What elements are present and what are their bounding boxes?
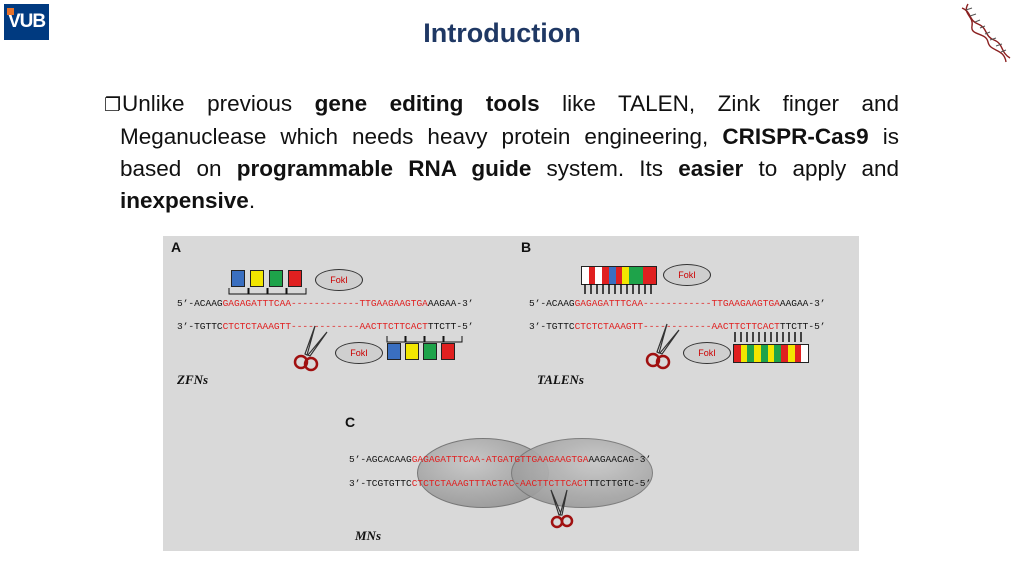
- zinc-finger-module: [288, 270, 302, 287]
- mns-label: MNs: [355, 528, 382, 543]
- talen-top-array: [581, 266, 657, 285]
- bold-run: CRISPR-Cas9: [722, 124, 869, 149]
- bold-run: inexpensive: [120, 188, 249, 213]
- text-run: Unlike previous: [122, 91, 315, 116]
- panel-b-label: B: [521, 239, 532, 255]
- zinc-finger-module: [423, 343, 437, 360]
- vub-logo: VUB: [4, 4, 49, 40]
- zinc-finger-module: [231, 270, 245, 287]
- zfns-label: ZFNs: [177, 372, 209, 387]
- scissors-icon: [550, 489, 574, 529]
- mn-top-strand: 5’-AGCACAAGGAGAGATTTCAA-ATGATGTTGAAGAAGT…: [349, 454, 652, 465]
- bold-run: gene editing tools: [314, 91, 540, 116]
- talen-bottom-strand: 3’-TGTTCCTCTCTAAAGTT------------AACTTCTT…: [529, 321, 826, 332]
- logo-text: VUB: [7, 11, 46, 32]
- logo-accent: [7, 8, 14, 15]
- bold-run: easier: [678, 156, 744, 181]
- zfn-binding-brackets: [228, 288, 307, 295]
- foki-domain: FokI: [683, 342, 731, 364]
- text-run: like TALEN, Zink finger and Meganuclease…: [120, 91, 899, 149]
- meganuclease-right: [511, 438, 653, 508]
- panel-c-label: C: [345, 414, 356, 430]
- slide-title: Introduction: [423, 18, 581, 48]
- bold-run: programmable RNA guide: [236, 156, 532, 181]
- scissors-icon: [293, 325, 328, 372]
- checkbox-bullet-icon: ❐: [104, 94, 122, 116]
- talen-top-strand: 5’-ACAAGGAGAGATTTCAA------------TTGAAGAA…: [529, 298, 826, 309]
- panel-a-label: A: [171, 239, 182, 255]
- foki-domain: FokI: [663, 264, 711, 286]
- zinc-finger-module: [405, 343, 419, 360]
- text-run: is based on: [120, 124, 900, 181]
- foki-domain: FokI: [315, 269, 363, 291]
- scissors-icon: [645, 323, 680, 370]
- zfn-bottom-strand: 3’-TGTTCCTCTCTAAAGTT------------AACTTCTT…: [177, 321, 474, 332]
- text-run: .: [248, 188, 256, 213]
- zfn-top-strand: 5’-ACAAGGAGAGATTTCAA------------TTGAAGAA…: [177, 298, 474, 309]
- zinc-finger-module: [269, 270, 283, 287]
- talen-bottom-array: [733, 344, 809, 363]
- zinc-finger-module: [250, 270, 264, 287]
- text-run: system. Its: [531, 156, 679, 181]
- nuclease-figure: A FokI 5’-ACAAGGAGAGATTTCAA------------T…: [163, 236, 859, 551]
- zfn-binding-brackets-bottom: [386, 336, 463, 343]
- text-run: to apply and: [743, 156, 899, 181]
- mn-bottom-strand: 3’-TCGTGTTCCTCTCTAAAGTTTACTAC-AACTTCTTCA…: [349, 478, 652, 489]
- talen-tick-marks: [734, 332, 802, 342]
- zinc-finger-module: [387, 343, 401, 360]
- talens-label: TALENs: [537, 372, 584, 387]
- zinc-finger-module: [441, 343, 455, 360]
- foki-domain: FokI: [335, 342, 383, 364]
- talen-tick-marks: [584, 284, 652, 294]
- dna-helix-icon: [961, 3, 1011, 63]
- bullet-paragraph: ❐Unlike previous gene editing tools like…: [104, 88, 899, 217]
